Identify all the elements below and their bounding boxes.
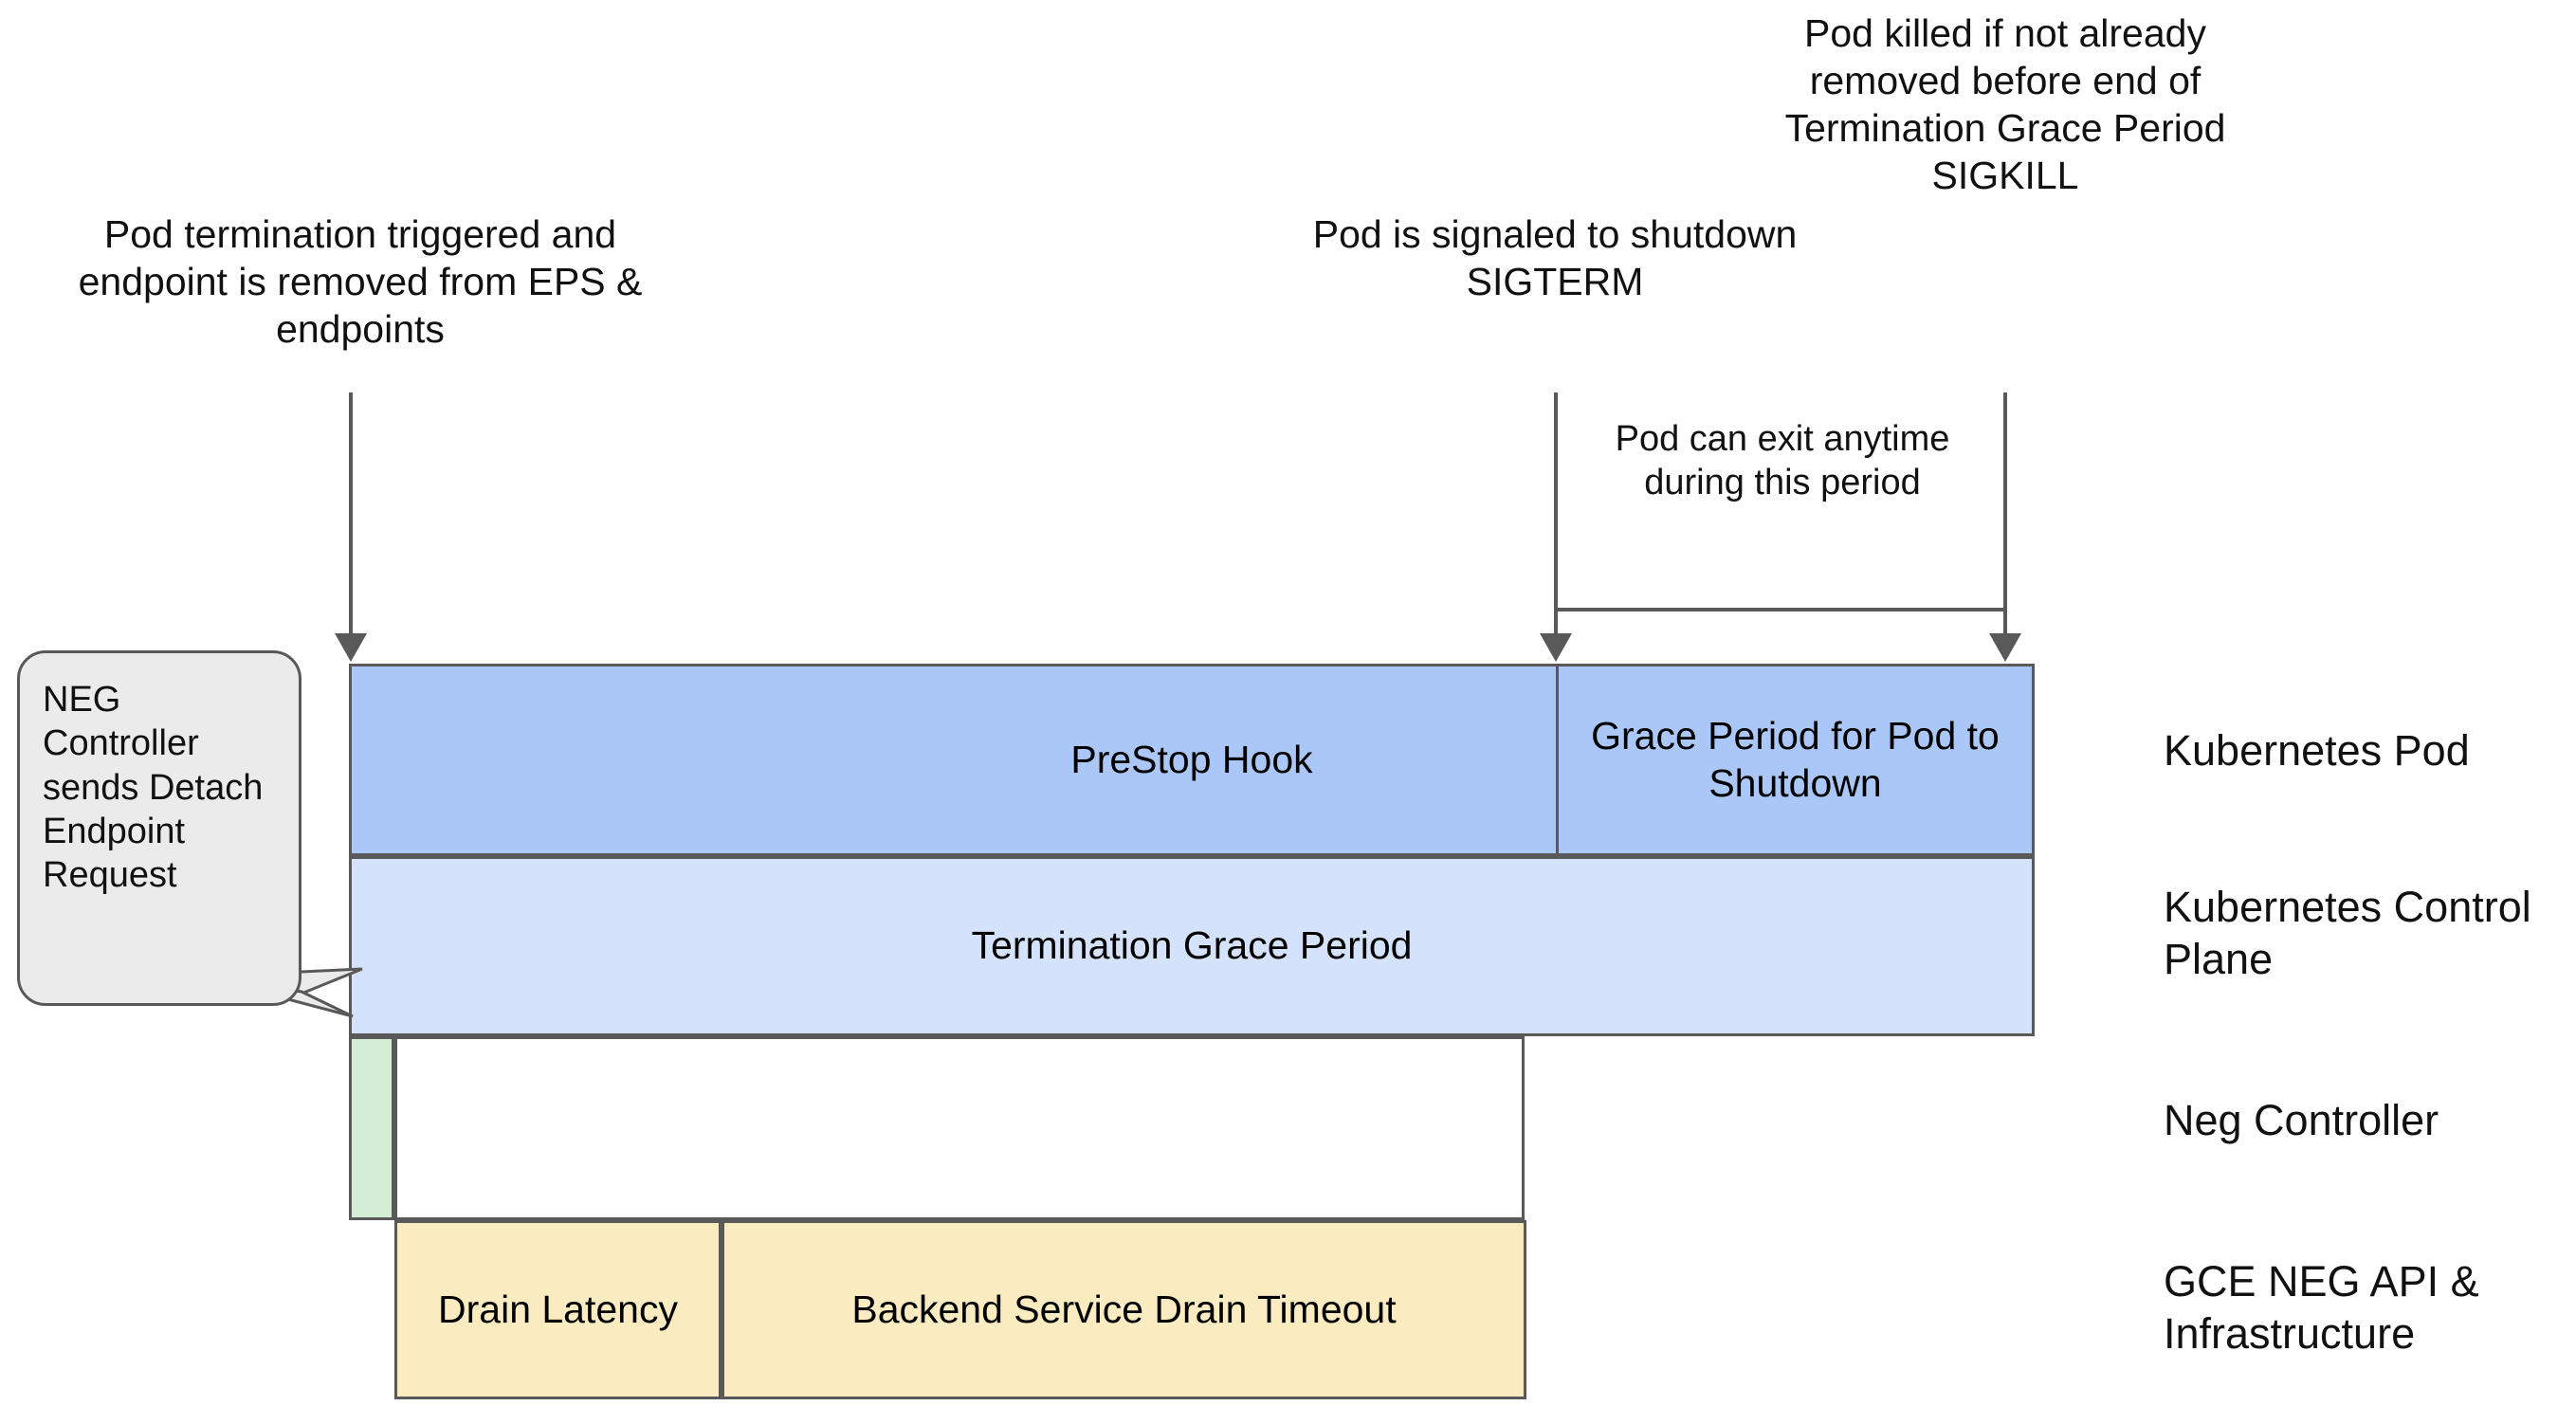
bar-backend-service-drain-timeout: Backend Service Drain Timeout xyxy=(722,1220,1526,1399)
bar-neg-controller-detach xyxy=(349,1036,394,1220)
lane-label-neg-controller: Neg Controller xyxy=(2164,1096,2439,1144)
annotation-pod-termination-triggered: Pod termination triggered and endpoint i… xyxy=(78,212,643,352)
bar-termination-grace-period: Termination Grace Period xyxy=(349,856,2035,1036)
annotation-sigkill: Pod killed if not already removed before… xyxy=(1784,11,2226,198)
arrow-head-termination xyxy=(335,633,367,662)
arrow-head-sigkill xyxy=(1989,633,2021,662)
lane-label-kubernetes-control-plane: Kubernetes Control Plane xyxy=(2164,883,2531,983)
arrow-line-sigterm xyxy=(1554,393,1558,637)
lane-label-gce-neg-api-infrastructure: GCE NEG API & Infrastructure xyxy=(2164,1257,2479,1358)
arrow-line-sigkill xyxy=(2003,393,2007,637)
arrow-line-termination xyxy=(349,393,353,637)
arrow-head-sigterm xyxy=(1540,633,1572,662)
bar-drain-latency: Drain Latency xyxy=(394,1220,722,1399)
annotation-sigterm: Pod is signaled to shutdown SIGTERM xyxy=(1312,212,1798,304)
callout-neg-detach-endpoint-request: NEG Controller sends Detach Endpoint Req… xyxy=(17,650,301,1006)
annotation-pod-can-exit: Pod can exit anytime during this period xyxy=(1615,419,1950,503)
bar-neg-controller-idle xyxy=(394,1036,1525,1220)
bar-grace-period-for-pod-to-shutdown: Grace Period for Pod to Shutdown xyxy=(1556,664,2035,856)
span-connector-pod-can-exit xyxy=(1556,608,2005,612)
lane-label-kubernetes-pod: Kubernetes Pod xyxy=(2164,726,2470,775)
